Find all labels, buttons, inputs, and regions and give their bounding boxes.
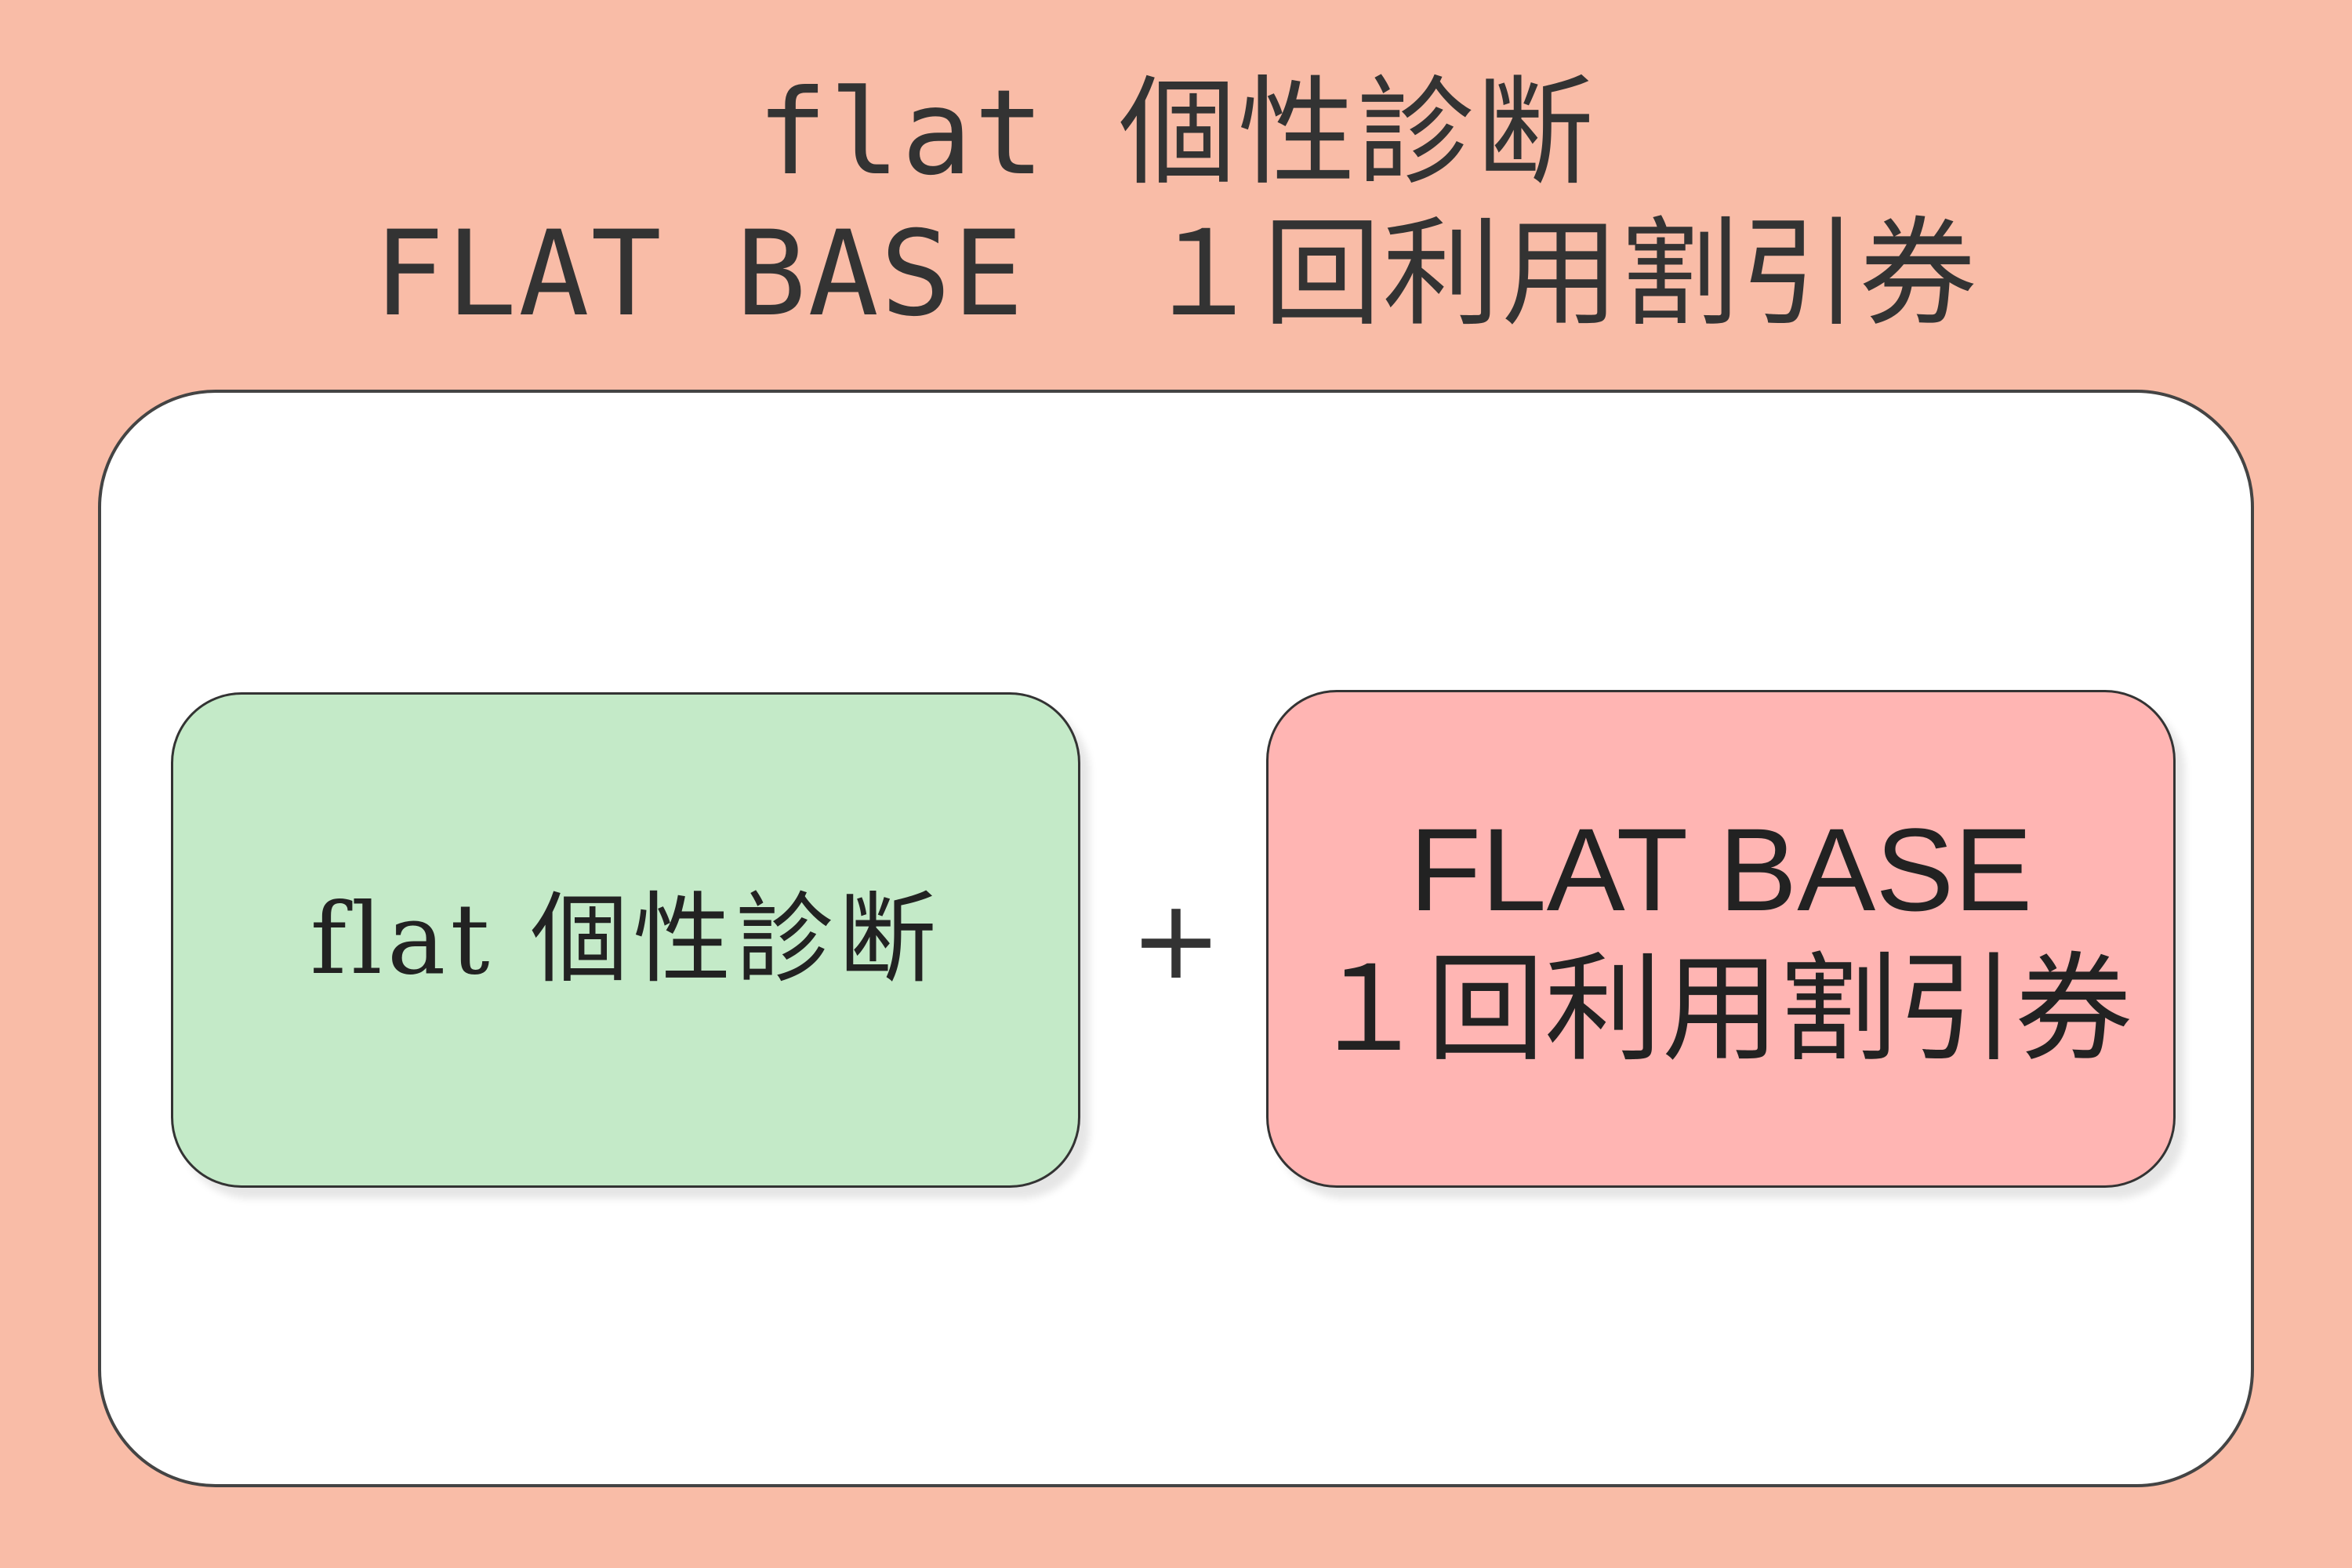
flat-diagnosis-label: flat 個性診断	[310, 883, 942, 996]
headline: flat 個性診断 FLAT BASE １回利用割引券	[0, 63, 2352, 345]
plus-sign: +	[1130, 877, 1222, 1004]
coupon-label: １回利用割引券	[1308, 942, 2132, 1075]
flat-diagnosis-card: flat 個性診断	[171, 692, 1080, 1188]
flat-base-coupon-card: FLAT BASE １回利用割引券	[1266, 690, 2176, 1188]
flat-base-label: FLAT BASE	[1409, 803, 2033, 935]
headline-line-2: FLAT BASE １回利用割引券	[373, 206, 1979, 343]
headline-line-1: flat 個性診断	[757, 65, 1595, 201]
